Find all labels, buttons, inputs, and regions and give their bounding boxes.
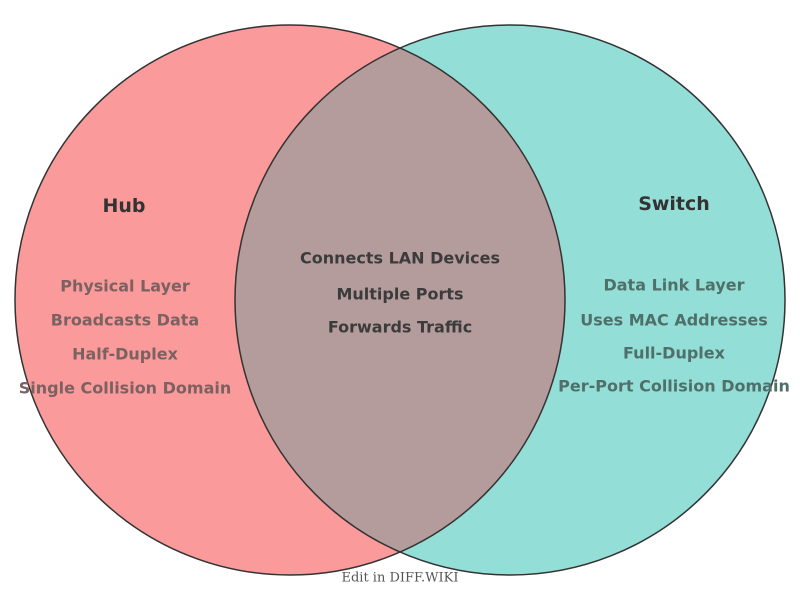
hub-circle-outline: [14, 24, 566, 576]
hub-item: Half-Duplex: [72, 344, 178, 364]
hub-title: Hub: [102, 195, 146, 217]
overlap-region: [235, 48, 565, 552]
switch-title: Switch: [638, 193, 710, 215]
switch-circle-outline: [234, 24, 786, 576]
switch-item: Full-Duplex: [623, 343, 725, 363]
switch-item: Data Link Layer: [603, 275, 745, 295]
switch-item: Uses MAC Addresses: [580, 310, 768, 330]
hub-item: Physical Layer: [60, 276, 190, 296]
switch-item: Per-Port Collision Domain: [558, 376, 790, 396]
hub-item: Broadcasts Data: [50, 310, 200, 330]
overlap-item: Multiple Ports: [336, 284, 464, 304]
hub-item: Single Collision Domain: [18, 378, 232, 398]
overlap-item: Connects LAN Devices: [299, 248, 501, 268]
overlap-item: Forwards Traffic: [327, 317, 473, 337]
edit-in-diffwiki-link[interactable]: Edit in DIFF.WIKI: [341, 570, 459, 586]
